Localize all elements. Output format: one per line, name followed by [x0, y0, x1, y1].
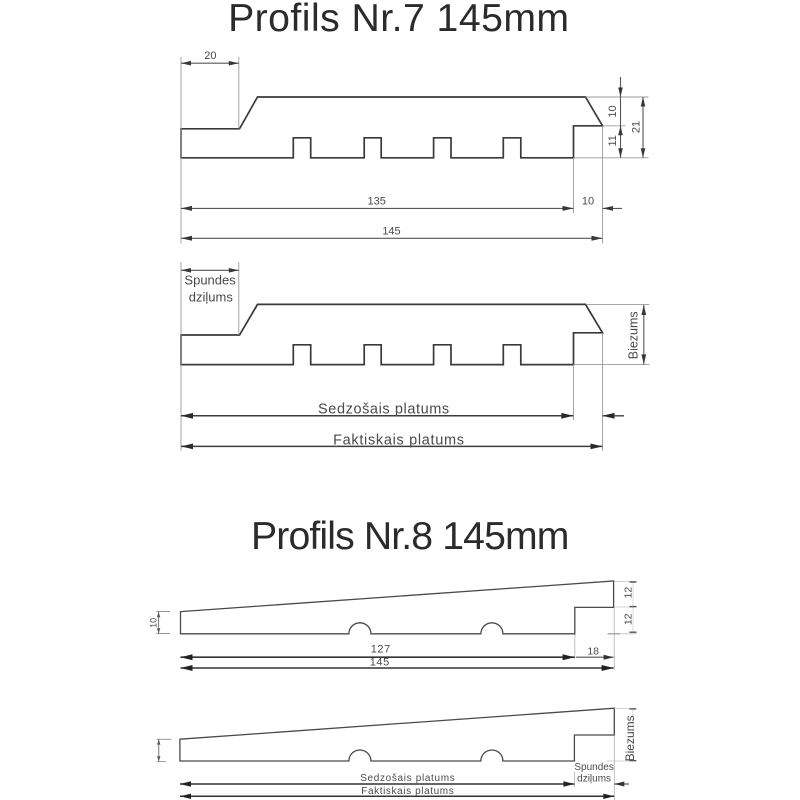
svg-text:Faktiskais platums: Faktiskais platums: [361, 786, 454, 797]
svg-text:18: 18: [587, 645, 599, 657]
svg-text:10: 10: [607, 105, 619, 117]
svg-text:dziļums: dziļums: [577, 774, 611, 785]
svg-text:dziļums: dziļums: [189, 289, 234, 304]
svg-text:21: 21: [630, 121, 642, 133]
svg-text:10: 10: [582, 195, 594, 207]
svg-text:Profils Nr.7 145mm: Profils Nr.7 145mm: [228, 0, 569, 40]
svg-text:12: 12: [623, 587, 635, 599]
svg-text:12: 12: [623, 613, 635, 625]
svg-text:10: 10: [149, 618, 159, 628]
svg-text:Profils Nr.8 145mm: Profils Nr.8 145mm: [251, 515, 569, 558]
svg-text:Biezums: Biezums: [627, 311, 641, 359]
svg-text:11: 11: [607, 135, 619, 146]
svg-text:135: 135: [368, 195, 386, 207]
svg-text:Spundes: Spundes: [574, 762, 613, 773]
svg-text:127: 127: [371, 644, 391, 656]
svg-text:Biezums: Biezums: [623, 715, 637, 761]
svg-text:Spundes: Spundes: [184, 272, 236, 287]
svg-text:Sedzošais platums: Sedzošais platums: [318, 402, 450, 418]
svg-text:145: 145: [382, 226, 400, 238]
svg-text:Sedzošais platums: Sedzošais platums: [360, 773, 455, 784]
svg-text:145: 145: [370, 656, 390, 668]
svg-text:Faktiskais platums: Faktiskais platums: [333, 432, 465, 448]
svg-text:20: 20: [204, 50, 216, 62]
